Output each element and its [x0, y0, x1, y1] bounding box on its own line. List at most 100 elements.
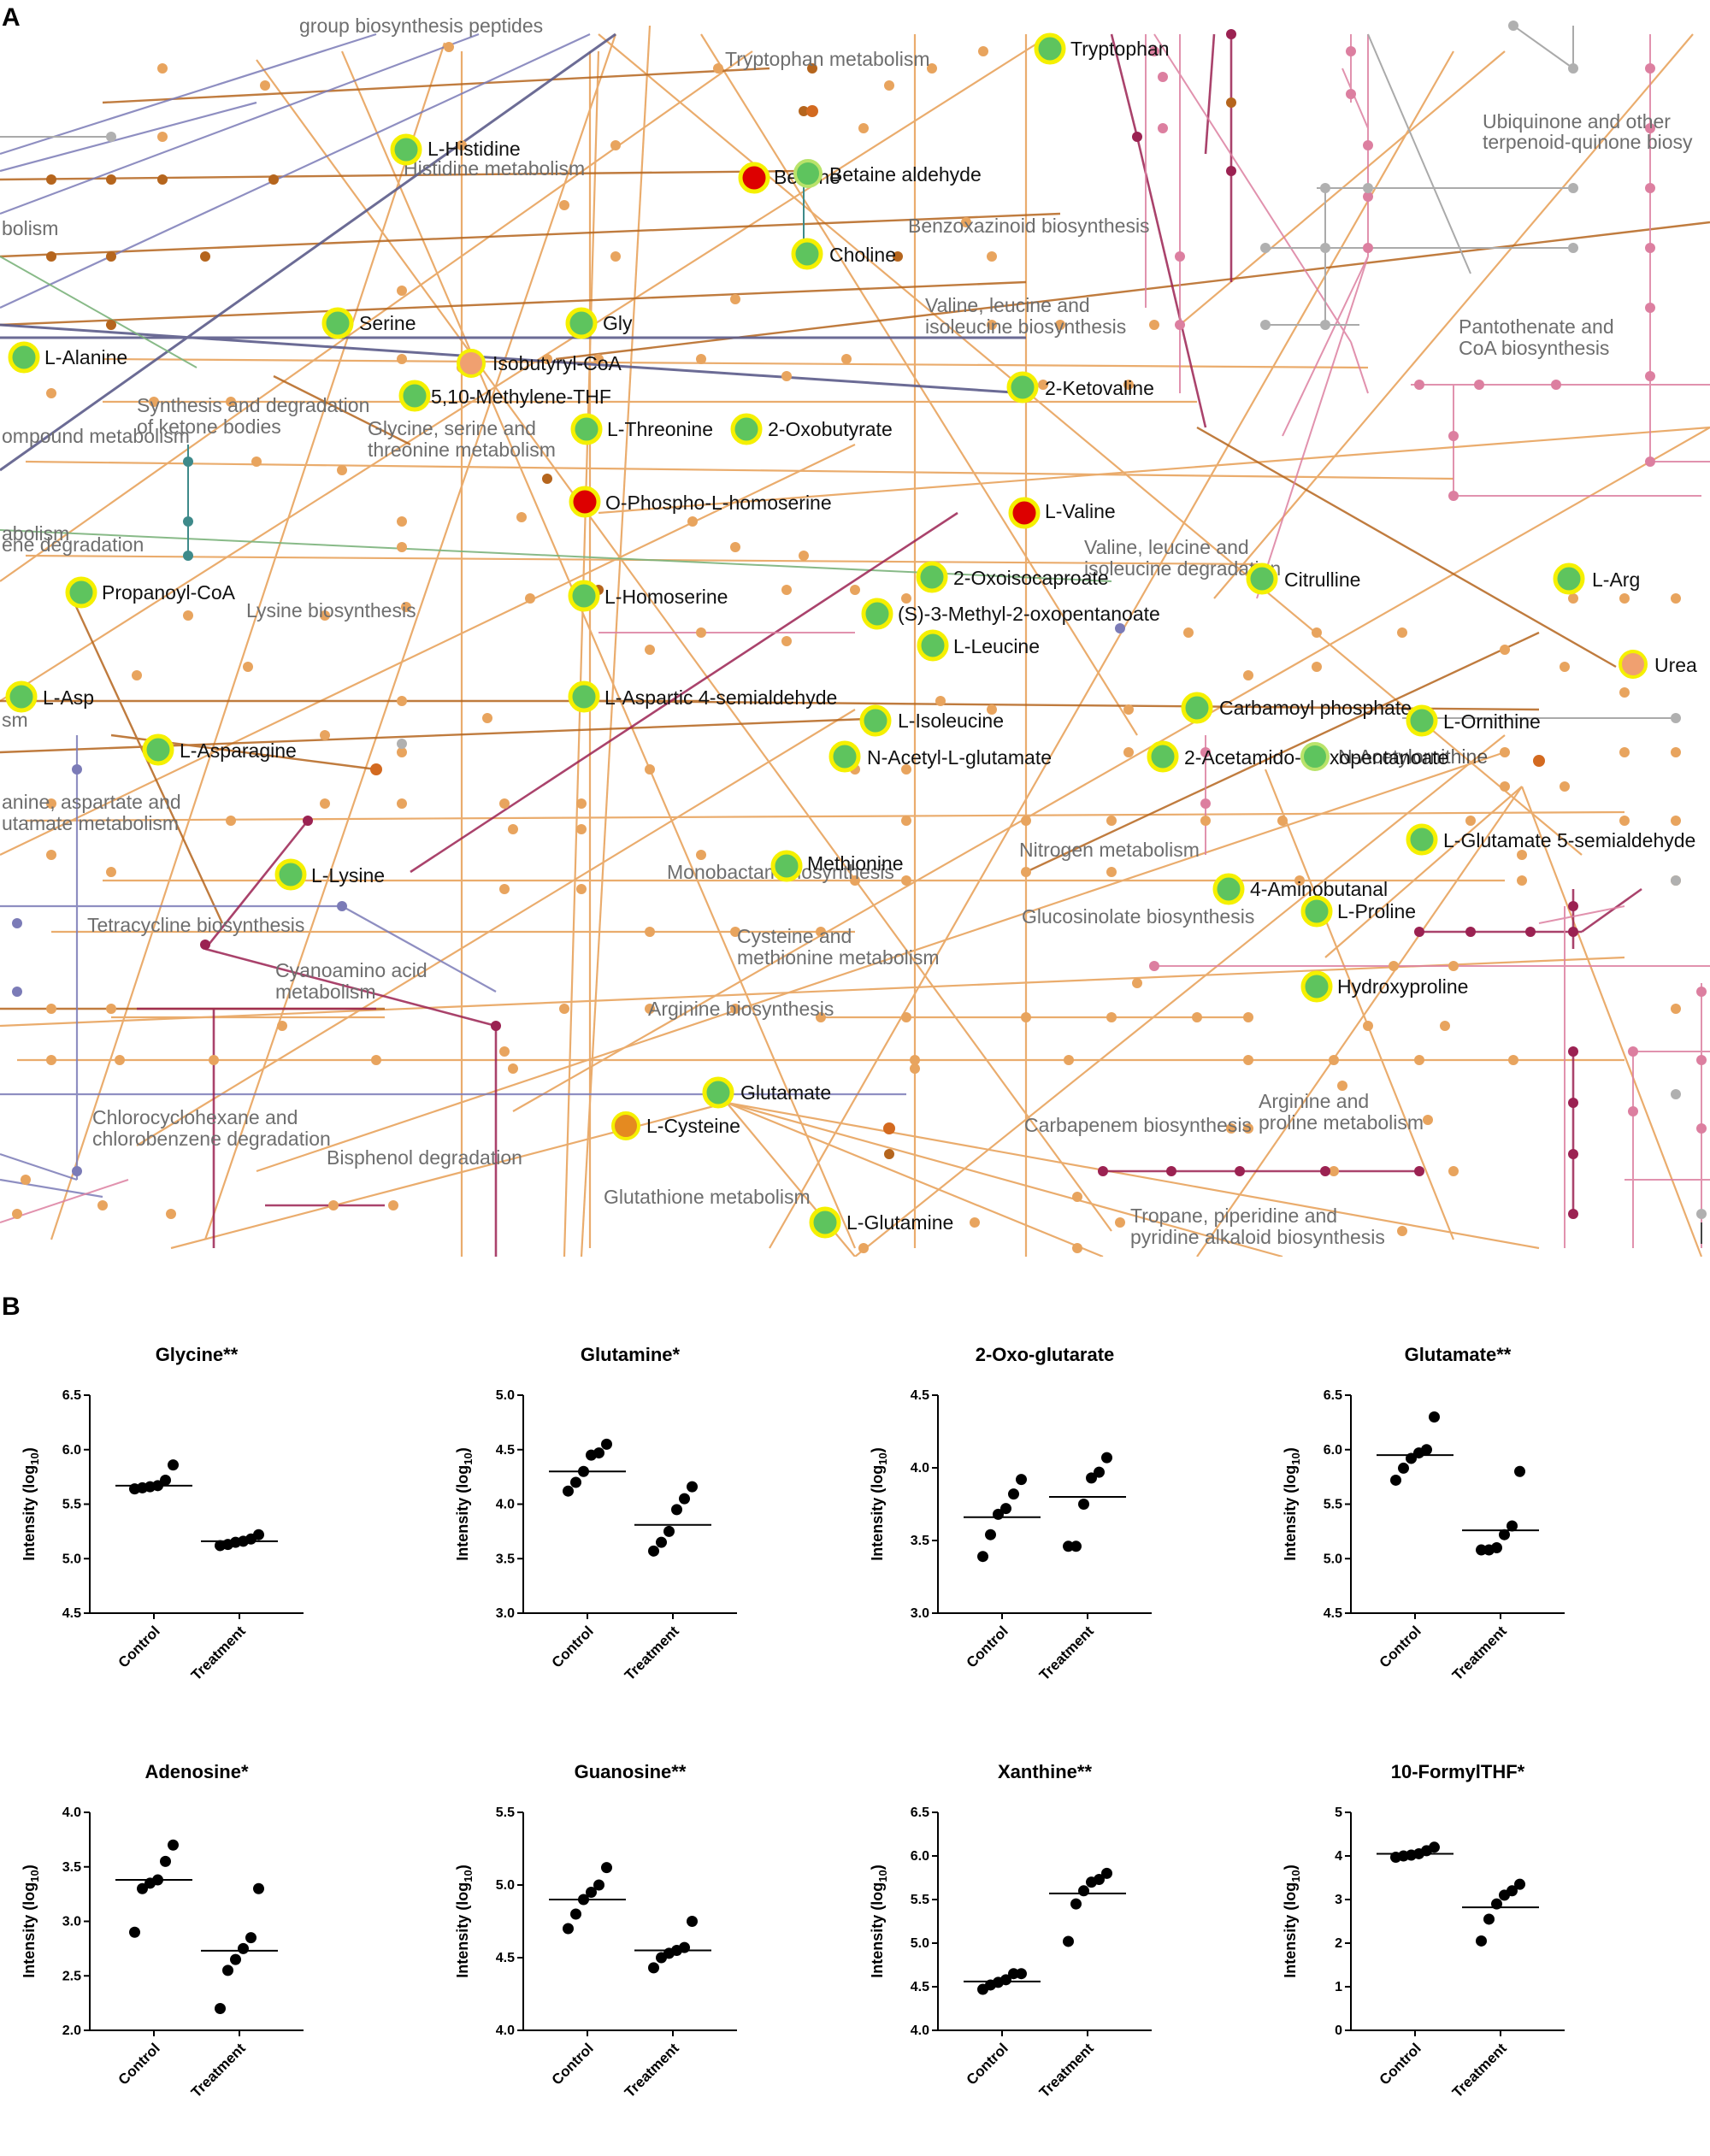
pathway-label: Arginine biosynthesis	[648, 998, 834, 1020]
metabolite-node[interactable]: Carbamoyl phosphate	[1181, 692, 1412, 724]
metabolite-node[interactable]: L-Aspartic 4-semialdehyde	[568, 680, 837, 713]
metabolite-node[interactable]: Isobutyryl-CoA	[457, 349, 622, 378]
metabolite-label: L-Leucine	[953, 635, 1040, 657]
metabolite-node[interactable]: L-Alanine	[8, 341, 127, 374]
data-point	[671, 1504, 682, 1516]
y-tick-label: 3.0	[62, 1915, 81, 1929]
data-point	[679, 1941, 690, 1953]
data-point	[1514, 1465, 1525, 1477]
metabolite-node[interactable]: L-Threonine	[570, 413, 713, 445]
y-tick-label: 3	[1335, 1893, 1342, 1907]
pathway-label: Histidine metabolism	[404, 157, 585, 180]
metabolite-marker	[390, 133, 422, 166]
y-tick-label: 3.0	[496, 1606, 515, 1621]
data-point	[1483, 1913, 1495, 1925]
metabolite-node[interactable]: L-Valine	[1008, 497, 1116, 529]
metabolite-node[interactable]: N-Acetyl-L-glutamate	[828, 740, 1052, 773]
metabolite-label: 2-Oxoisocaproate	[953, 567, 1109, 589]
pathway-label: methionine metabolism	[737, 946, 940, 969]
pathway-label: Glycine, serine and	[368, 417, 536, 439]
metabolite-node[interactable]: Choline	[791, 238, 896, 270]
y-tick-label: 3.0	[911, 1606, 929, 1621]
y-tick-label: 4.0	[62, 1806, 81, 1820]
metabolite-node[interactable]: Urea	[1619, 650, 1697, 679]
pathway-label: Pantothenate and	[1459, 315, 1614, 338]
metabolite-marker	[568, 580, 600, 612]
data-point	[253, 1882, 264, 1894]
pathway-label: Ubiquinone and other	[1483, 110, 1671, 133]
metabolite-marker	[809, 1206, 841, 1239]
pathway-label: Benzoxazinoid biosynthesis	[908, 215, 1150, 237]
metabolite-node[interactable]: L-Isoleucine	[859, 704, 1004, 737]
data-point	[245, 1932, 256, 1944]
data-point	[1008, 1968, 1019, 1980]
metabolite-node[interactable]: Betaine aldehyde	[793, 159, 982, 188]
data-point	[679, 1493, 690, 1505]
chart-title: Adenosine*	[144, 1761, 248, 1782]
pathway-label: Nitrogen metabolism	[1019, 839, 1200, 861]
metabolite-node[interactable]: Glutamate	[702, 1076, 831, 1109]
metabolite-label: Propanoyl-CoA	[102, 581, 236, 604]
metabolite-node[interactable]: L-Ornithine	[1406, 704, 1541, 737]
metabolite-node[interactable]: L-Cysteine	[611, 1111, 740, 1140]
y-tick-label: 5.5	[1324, 1498, 1342, 1512]
y-tick-label: 3.5	[911, 1534, 929, 1548]
metabolite-marker	[1406, 823, 1438, 856]
metabolite-node[interactable]: Betaine	[738, 162, 840, 194]
y-tick-label: 0	[1335, 2023, 1342, 2038]
metabolite-marker	[730, 413, 763, 445]
metabolite-node[interactable]: L-Histidine	[390, 133, 521, 166]
metabolite-node[interactable]: L-Arg	[1553, 563, 1640, 595]
metabolite-node[interactable]: L-Asp	[5, 680, 94, 713]
metabolite-node[interactable]: Serine	[321, 307, 416, 339]
metabolite-node[interactable]: Methionine	[770, 850, 904, 882]
metabolite-node[interactable]: 2-Ketovaline	[1006, 371, 1154, 404]
metabolite-node[interactable]: L-Glutamine	[809, 1206, 953, 1239]
data-point	[1499, 1529, 1510, 1540]
metabolite-node[interactable]: Propanoyl-CoA	[65, 576, 236, 609]
metabolite-marker	[8, 341, 40, 374]
metabolite-node[interactable]: Tryptophan	[1034, 32, 1170, 65]
metabolite-marker	[1406, 704, 1438, 737]
metabolite-node[interactable]: 2-Oxoisocaproate	[916, 561, 1109, 593]
metabolite-node[interactable]: O-Phospho-L-homoserine	[569, 486, 832, 518]
metabolite-node[interactable]: N-Acetylornithine	[1300, 742, 1488, 771]
pathway-labels: group biosynthesis peptides Tryptophan m…	[2, 15, 1693, 1248]
y-tick-label: 5.5	[496, 1806, 515, 1820]
x-tick-label: Control	[1377, 2040, 1424, 2088]
metabolite-label: L-Asparagine	[180, 739, 297, 762]
y-tick-label: 5.0	[496, 1878, 515, 1893]
y-tick-label: 5.5	[911, 1893, 929, 1907]
metabolite-node[interactable]: L-Asparagine	[142, 733, 297, 766]
data-point	[977, 1551, 988, 1563]
metabolite-node[interactable]: 5,10-Methylene-THF	[398, 380, 611, 412]
y-tick-label: 4.5	[62, 1606, 81, 1621]
y-tick-label: 1	[1335, 1980, 1342, 1994]
metabolite-node[interactable]: (S)-3-Methyl-2-oxopentanoate	[861, 598, 1160, 630]
metabolite-label: Urea	[1654, 654, 1697, 676]
metabolite-label: 5,10-Methylene-THF	[431, 386, 611, 408]
metabolite-node[interactable]: L-Proline	[1300, 895, 1416, 928]
pathway-label: chlorobenzene degradation	[92, 1128, 331, 1150]
metabolite-node[interactable]: L-Homoserine	[568, 580, 728, 612]
y-tick-label: 6.5	[62, 1388, 81, 1403]
metabolite-node[interactable]: 4-Aminobutanal	[1212, 873, 1388, 905]
data-point	[1070, 1898, 1082, 1910]
panel-b-letter: B	[2, 1293, 21, 1321]
metabolite-node[interactable]: Citrulline	[1246, 563, 1360, 595]
y-axis-label: Intensity (log10)	[21, 1864, 41, 1977]
metabolite-label: L-Homoserine	[604, 586, 728, 608]
metabolite-node[interactable]: 2-Oxobutyrate	[730, 413, 893, 445]
pathway-label: ompound metabolism	[2, 425, 190, 447]
metabolite-node[interactable]: L-Leucine	[917, 629, 1040, 662]
data-point	[1101, 1452, 1112, 1464]
metabolite-node[interactable]: L-Lysine	[274, 858, 385, 891]
metabolite-node[interactable]: Hydroxyproline	[1300, 970, 1468, 1003]
data-point	[1421, 1444, 1432, 1456]
metabolite-label: L-Proline	[1337, 900, 1416, 922]
metabolite-node[interactable]: L-Glutamate 5-semialdehyde	[1406, 823, 1695, 856]
pathway-label: Cyanoamino acid	[275, 959, 428, 981]
metabolite-node[interactable]: Gly	[565, 307, 633, 339]
pathway-network	[0, 21, 1710, 1257]
